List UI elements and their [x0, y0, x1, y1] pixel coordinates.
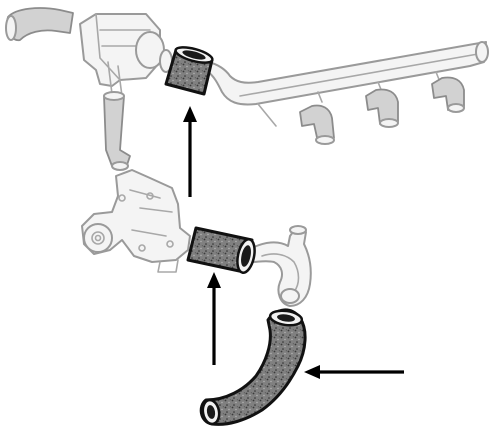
hose-middle-short: [186, 226, 256, 274]
hose-lower-bent: [199, 308, 307, 426]
faded-hose-top-left: [5, 7, 74, 42]
faded-thermostat-housing: [79, 13, 173, 97]
faded-manifold-pipe: [207, 41, 489, 127]
faded-hose-vertical-left: [103, 91, 131, 171]
faded-engine-parts: [5, 7, 489, 307]
hose-top-short: [164, 46, 214, 96]
faded-water-pump: [81, 169, 191, 273]
arrow-up-to-top-hose: [183, 106, 197, 197]
arrow-left-to-lower-hose: [304, 365, 404, 379]
faded-elbow-3: [431, 76, 465, 113]
faded-elbow-2: [365, 88, 399, 128]
faded-bypass-elbow: [251, 225, 312, 307]
arrow-up-to-middle-hose: [207, 272, 221, 365]
faded-elbow-1: [299, 104, 335, 145]
